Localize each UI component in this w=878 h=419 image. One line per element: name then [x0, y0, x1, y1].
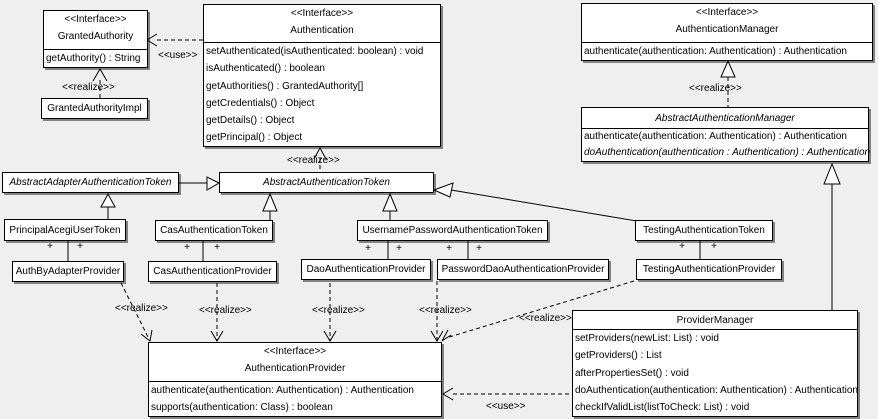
association-end-plus: +: [476, 243, 482, 254]
class-principal-acegi-user-token[interactable]: PrincipalAcegiUserToken: [4, 219, 126, 241]
association-end-plus: +: [365, 243, 371, 254]
association-end-plus: +: [679, 241, 685, 252]
association-end-plus: +: [214, 242, 220, 253]
realize-stereotype-label: <<realize>>: [519, 313, 572, 324]
method: getProviders() : List: [575, 350, 662, 362]
class-header: <<Interface>> AuthenticationProvider: [149, 343, 441, 381]
method: authenticate(authentication: Authenticat…: [151, 385, 414, 396]
method: getPrincipal() : Object: [206, 132, 303, 144]
method: doAuthentication(authentication : Authen…: [584, 147, 871, 158]
generalization-providermanager[interactable]: [823, 162, 841, 310]
realize-stereotype-label: <<realize>>: [689, 83, 742, 94]
method: afterPropertiesSet() : void: [575, 367, 689, 379]
class-name: AbstractAuthenticationToken: [263, 177, 390, 188]
class-abstract-authentication-token[interactable]: AbstractAuthenticationToken: [219, 172, 434, 193]
methods-compartment: authenticate(authentication: Authenticat…: [149, 381, 441, 417]
class-granted-authority-impl[interactable]: GrantedAuthorityImpl: [41, 98, 148, 119]
stereotype-label: <<Interface>>: [263, 346, 327, 357]
class-name: Authentication: [290, 25, 354, 36]
method: getCredentials() : Object: [206, 97, 315, 109]
class-name: TestingAuthenticationProvider: [642, 264, 776, 275]
class-name: CasAuthenticationProvider: [153, 266, 272, 277]
class-header: <<Interface>> Authentication: [204, 5, 440, 42]
class-header: ProviderManager: [573, 311, 857, 329]
class-authentication-manager[interactable]: <<Interface>> AuthenticationManager auth…: [581, 3, 873, 61]
method: getDetails() : Object: [206, 115, 295, 127]
class-name: CasAuthenticationToken: [160, 225, 268, 236]
class-dao-authentication-provider[interactable]: DaoAuthenticationProvider: [301, 259, 431, 280]
class-authentication-provider[interactable]: <<Interface>> AuthenticationProvider aut…: [148, 342, 442, 417]
method: setProviders(newList: List) : void: [575, 333, 719, 344]
association-end-plus: +: [446, 243, 452, 254]
association-end-plus: +: [77, 241, 83, 252]
stereotype-label: <<Interface>>: [64, 14, 127, 25]
methods-compartment: authenticate(authentication: Authenticat…: [582, 128, 871, 161]
method: authenticate(authentication: Authenticat…: [584, 46, 847, 57]
generalization-cas-token[interactable]: [262, 192, 278, 220]
class-granted-authority[interactable]: <<Interface>> GrantedAuthority getAuthor…: [43, 10, 148, 68]
association-end-plus: +: [47, 241, 53, 252]
stereotype-label: <<Interface>>: [290, 8, 354, 19]
class-provider-manager[interactable]: ProviderManager setProviders(newList: Li…: [572, 310, 858, 417]
use-stereotype-label: <<use>>: [158, 50, 198, 61]
use-providermanager-authenticationprovider[interactable]: [442, 387, 572, 401]
class-name: PrincipalAcegiUserToken: [9, 224, 121, 236]
association-end-plus: +: [396, 243, 402, 254]
stereotype-label: <<Interface>>: [695, 7, 759, 18]
generalization-testing-token[interactable]: [432, 182, 638, 222]
class-name: PasswordDaoAuthenticationProvider: [441, 264, 605, 275]
class-name: TestingAuthenticationToken: [643, 225, 765, 236]
class-abstract-authentication-manager[interactable]: AbstractAuthenticationManager authentica…: [581, 107, 871, 162]
method: checkIfValidList(listToCheck: List) : vo…: [575, 402, 750, 414]
class-authentication[interactable]: <<Interface>> Authentication setAuthenti…: [203, 4, 441, 147]
method: getAuthorities() : GrantedAuthority[]: [206, 80, 364, 92]
method: isAuthenticated() : boolean: [206, 63, 325, 75]
class-name: AuthByAdapterProvider: [15, 266, 121, 277]
association-end-plus: +: [711, 241, 717, 252]
class-name: ProviderManager: [676, 314, 754, 326]
method: authenticate(authentication: Authenticat…: [584, 131, 847, 142]
association-end-plus: +: [184, 242, 190, 253]
class-password-dao-authentication-provider[interactable]: PasswordDaoAuthenticationProvider: [437, 259, 609, 280]
realize-stereotype-label: <<realize>>: [199, 305, 252, 316]
use-authentication-grantedauthority[interactable]: [146, 33, 203, 47]
generalization-usernamepassword-token[interactable]: [382, 192, 398, 220]
class-name: AuthenticationProvider: [244, 363, 346, 374]
use-stereotype-label: <<use>>: [486, 401, 526, 412]
method: supports(authentication: Class) : boolea…: [151, 402, 333, 414]
class-name: UsernamePasswordAuthenticationToken: [362, 225, 543, 236]
generalization-principal-token[interactable]: [100, 192, 116, 219]
class-testing-authentication-token[interactable]: TestingAuthenticationToken: [635, 220, 773, 241]
class-testing-authentication-provider[interactable]: TestingAuthenticationProvider: [636, 259, 782, 280]
realize-stereotype-label: <<realize>>: [62, 82, 115, 93]
method: setAuthenticated(isAuthenticated: boolea…: [206, 46, 424, 57]
class-abstract-adapter-authentication-token[interactable]: AbstractAdapterAuthenticationToken: [2, 172, 179, 193]
class-header: <<Interface>> AuthenticationManager: [582, 4, 872, 42]
class-name: GrantedAuthority: [57, 31, 134, 42]
generalization-adapter-token[interactable]: [179, 176, 221, 191]
methods-compartment: setAuthenticated(isAuthenticated: boolea…: [204, 42, 440, 147]
methods-compartment: setProviders(newList: List) : void getPr…: [573, 329, 858, 416]
class-header: <<Interface>> GrantedAuthority: [44, 11, 147, 49]
class-auth-by-adapter-provider[interactable]: AuthByAdapterProvider: [12, 261, 124, 282]
realize-stereotype-label: <<realize>>: [312, 305, 365, 316]
class-name: AbstractAuthenticationManager: [655, 112, 795, 124]
realize-stereotype-label: <<realize>>: [419, 305, 472, 316]
method: doAuthentication(authentication: Authent…: [575, 384, 858, 396]
class-name: DaoAuthenticationProvider: [306, 264, 426, 275]
class-name: AuthenticationManager: [675, 24, 779, 35]
realize-stereotype-label: <<realize>>: [115, 303, 168, 314]
realize-stereotype-label: <<realize>>: [287, 155, 340, 166]
methods-compartment: authenticate(authentication: Authenticat…: [582, 42, 872, 60]
class-username-password-authentication-token[interactable]: UsernamePasswordAuthenticationToken: [357, 220, 548, 241]
class-name: AbstractAdapterAuthenticationToken: [9, 177, 172, 188]
class-cas-authentication-provider[interactable]: CasAuthenticationProvider: [148, 261, 277, 282]
class-header: AbstractAuthenticationManager: [582, 108, 868, 128]
methods-compartment: getAuthority() : String: [44, 49, 147, 67]
class-cas-authentication-token[interactable]: CasAuthenticationToken: [155, 220, 273, 241]
class-name: GrantedAuthorityImpl: [47, 103, 142, 114]
method: getAuthority() : String: [46, 53, 141, 64]
